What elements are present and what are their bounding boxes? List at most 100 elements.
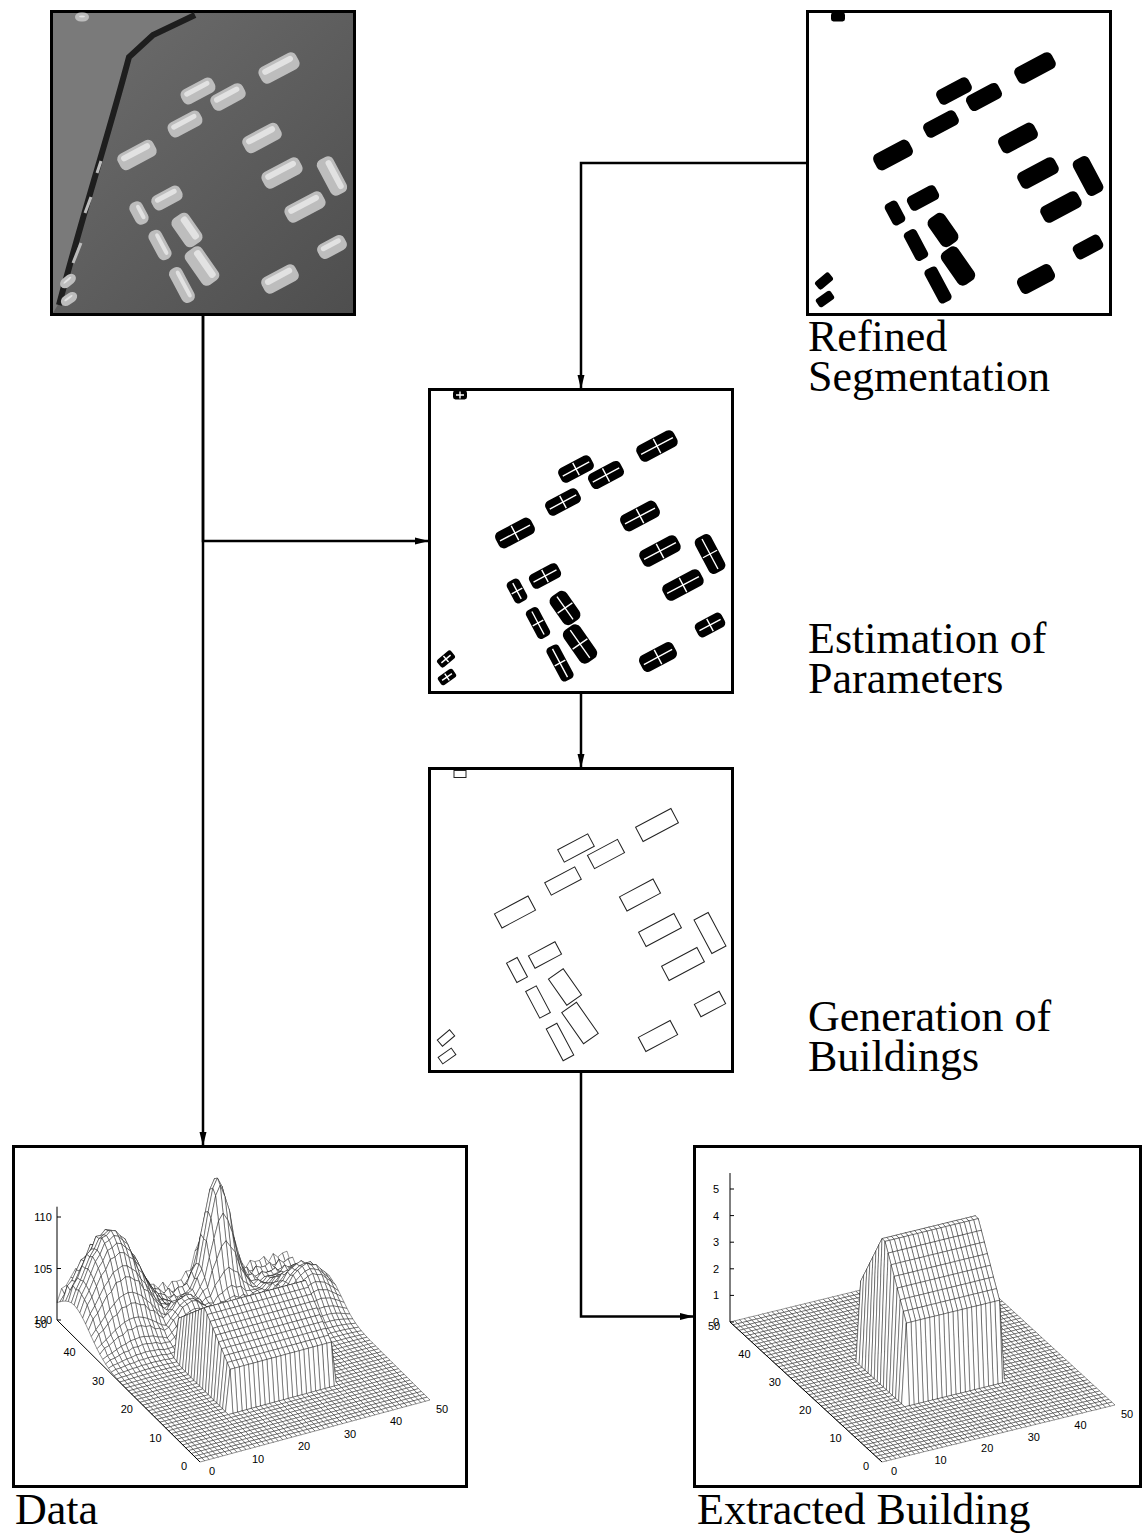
segment-blob: [1015, 155, 1061, 191]
building-footprint: [693, 532, 728, 576]
segment-blob: [527, 561, 563, 590]
source-image-panel: [50, 10, 356, 316]
building-footprint: [996, 121, 1040, 156]
roof-highlight: [64, 294, 73, 301]
flow-arrow: [580, 694, 583, 767]
building-footprint: [619, 879, 660, 911]
building-footprint: [315, 154, 350, 198]
roof-highlight: [180, 215, 201, 240]
building-footprint: [165, 108, 204, 139]
building-footprint: [547, 588, 583, 627]
roof-blob: [58, 271, 78, 290]
roof-highlight: [193, 249, 217, 279]
roof-blob: [149, 183, 185, 212]
panel-caption: Generation of Buildings: [808, 997, 1088, 1077]
building-outline: [694, 991, 725, 1017]
estimation-panel: Estimation of Parameters: [428, 388, 734, 694]
roof-blob: [259, 155, 305, 191]
segment-blob: [1071, 154, 1106, 198]
building-outline: [454, 771, 466, 778]
roof-highlight: [261, 55, 294, 76]
building-footprint: [905, 183, 941, 212]
building-footprint: [871, 138, 915, 173]
axis-estimate: [621, 501, 659, 531]
roof-highlight: [245, 125, 276, 145]
building-footprint: [240, 121, 284, 156]
roof-blob: [75, 13, 89, 22]
segmentation-panel: Refined Segmentation: [806, 10, 1112, 316]
roof-highlight: [213, 86, 240, 104]
building-outline: [528, 942, 561, 968]
building-footprint: [1015, 155, 1061, 191]
data-plot-panel: Data: [12, 1145, 468, 1488]
building-footprint: [637, 533, 683, 569]
building-footprint: [146, 228, 173, 263]
building-footprint: [127, 199, 151, 227]
building-outline: [546, 1023, 573, 1060]
building-footprint: [59, 290, 79, 309]
roof-highlight: [287, 194, 320, 215]
building-outline: [438, 1048, 456, 1064]
axis-estimate: [696, 613, 724, 637]
axis-estimate: [563, 625, 597, 663]
building-footprint: [259, 155, 305, 191]
axis-estimate: [559, 456, 592, 482]
building-footprint: [1012, 50, 1058, 86]
building-outline: [638, 1020, 677, 1051]
roof-highlight: [63, 276, 72, 284]
roof-blob: [315, 233, 349, 261]
roof-blob: [59, 290, 79, 309]
building-footprint: [560, 622, 599, 666]
building-outline: [545, 867, 582, 895]
segment-blob: [618, 499, 662, 534]
panel-illustration: [15, 1148, 465, 1485]
roof-highlight: [154, 233, 169, 256]
axis-estimate: [589, 461, 623, 488]
building-footprint: [586, 459, 626, 491]
segment-blob: [545, 643, 575, 683]
building-footprint: [883, 199, 907, 227]
segment-blob: [453, 391, 467, 400]
segment-blob: [436, 649, 456, 668]
axis-estimate: [507, 580, 526, 602]
building-footprint: [454, 771, 466, 778]
roof-highlight: [170, 113, 197, 131]
flow-arrow: [203, 316, 428, 541]
roof-highlight: [324, 159, 344, 190]
axis-estimate: [550, 591, 581, 624]
building-footprint: [545, 867, 582, 895]
building-footprint: [543, 486, 582, 517]
segment-blob: [925, 210, 961, 249]
axis-estimate: [663, 569, 702, 600]
building-footprint: [548, 969, 581, 1006]
roof-highlight: [154, 188, 178, 204]
building-footprint: [546, 1023, 573, 1060]
building-outline: [639, 914, 682, 947]
panel-illustration: [431, 391, 731, 691]
photo-ridge: [59, 15, 195, 305]
building-outline: [507, 957, 528, 982]
building-footprint: [1038, 189, 1084, 225]
segment-blob: [586, 459, 626, 491]
axis-estimate: [546, 489, 579, 515]
building-footprint: [587, 839, 624, 868]
building-footprint: [75, 13, 89, 22]
building-outline: [694, 912, 726, 953]
building-footprint: [493, 516, 537, 551]
building-footprint: [662, 948, 705, 981]
roof-highlight: [183, 80, 210, 98]
segment-blob: [660, 567, 706, 603]
building-footprint: [58, 271, 78, 290]
building-footprint: [618, 499, 662, 534]
segment-blob: [634, 428, 680, 464]
roof-highlight: [120, 142, 151, 162]
segment-blob: [693, 532, 728, 576]
flow-arrow: [581, 163, 806, 388]
building-footprint: [814, 271, 834, 290]
building-footprint: [438, 1048, 456, 1064]
photo-slope: [53, 13, 193, 313]
segment-blob: [1012, 50, 1058, 86]
segment-blob: [437, 668, 457, 687]
building-outline: [587, 839, 624, 868]
roof-highlight: [79, 16, 85, 18]
